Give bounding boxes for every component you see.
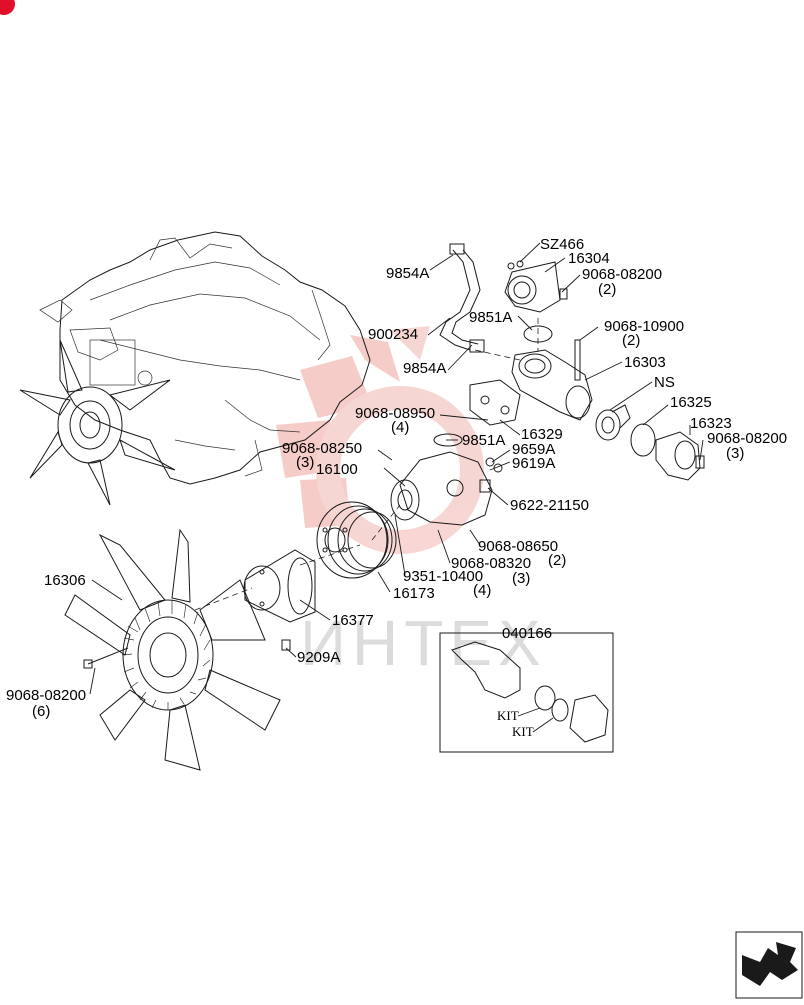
water-pump — [390, 433, 503, 526]
callout-16329: 16329 — [521, 426, 563, 443]
callout-900234: 900234 — [368, 326, 418, 343]
callout-9068-08200-c: 9068-08200 — [6, 687, 86, 704]
callout-9068-08250-qty: (3) — [296, 454, 314, 471]
callout-16323: 16323 — [690, 415, 732, 432]
callout-9851a-mid: 9851A — [462, 432, 505, 449]
water-outlet-pipe — [655, 431, 705, 481]
callout-9068-08650: 9068-08650 — [478, 538, 558, 555]
inset-label: 040166 — [502, 625, 552, 642]
callout-9068-08200-a: 9068-08200 — [582, 266, 662, 283]
next-page-arrow-icon[interactable] — [735, 931, 803, 999]
kit-label: KIT — [512, 724, 534, 739]
callout-9068-08250: 9068-08250 — [282, 440, 362, 457]
watermark-logo — [276, 326, 484, 554]
callout-9068-10900: 9068-10900 — [604, 318, 684, 335]
kit-label: KIT — [497, 708, 519, 723]
callout-9068-08650-qty: (2) — [548, 552, 566, 569]
callout-16306: 16306 — [44, 572, 86, 589]
callout-9068-08320: 9068-08320 — [451, 555, 531, 572]
callout-9622-21150: 9622-21150 — [510, 497, 589, 514]
callout-9854a-top: 9854A — [386, 265, 429, 282]
callout-9209a: 9209A — [297, 649, 340, 666]
thermostat-housing — [469, 339, 593, 426]
callout-9351-10400: 9351-10400 — [403, 568, 483, 585]
callout-9068-08200-b: 9068-08200 — [707, 430, 787, 447]
callout-9068-08950: 9068-08950 — [355, 405, 435, 422]
callout-ns: NS — [654, 374, 675, 391]
callout-9068-10900-qty: (2) — [622, 332, 640, 349]
callout-9068-08950-qty: (4) — [391, 419, 409, 436]
callout-9068-08200-c-qty: (6) — [32, 703, 50, 720]
water-pump-pulley — [316, 501, 397, 579]
callout-labels: SZ466 16304 9068-08200 (2) 9854A 9851A 9… — [6, 236, 787, 720]
callout-16303: 16303 — [624, 354, 666, 371]
fan-bolt — [83, 647, 129, 669]
callout-16304: 16304 — [568, 250, 610, 267]
red-corner-mark-icon — [0, 0, 15, 15]
callout-9068-08320-qty: (3) — [512, 570, 530, 587]
callout-16100: 16100 — [316, 461, 358, 478]
fan-spacer — [243, 549, 316, 623]
callout-9068-08200-b-qty: (3) — [726, 445, 744, 462]
inset-box — [439, 632, 614, 753]
callout-9851a-top: 9851A — [469, 309, 512, 326]
callout-9351-10400-qty: (4) — [473, 582, 491, 599]
engine-block — [39, 231, 371, 485]
alignment-lines — [194, 318, 539, 611]
thermostat-gasket — [630, 423, 656, 457]
cooling-fan — [64, 528, 281, 771]
callout-16173: 16173 — [393, 585, 435, 602]
callout-sz466: SZ466 — [540, 236, 584, 253]
leader-lines — [89, 242, 704, 695]
callout-16325: 16325 — [670, 394, 712, 411]
engine-fan — [19, 339, 176, 506]
callout-9619a: 9619A — [512, 455, 555, 472]
thermostat — [595, 404, 631, 441]
callout-9854a-low: 9854A — [403, 360, 446, 377]
watermark-text: ИНТЕХ — [300, 607, 547, 679]
callout-16377: 16377 — [332, 612, 374, 629]
thermostat-housing-cover — [504, 260, 568, 313]
callout-9068-08200-a-qty: (2) — [598, 281, 616, 298]
bolt-9209a — [281, 639, 291, 651]
upper-hose — [439, 243, 485, 353]
callout-9659a: 9659A — [512, 441, 555, 458]
